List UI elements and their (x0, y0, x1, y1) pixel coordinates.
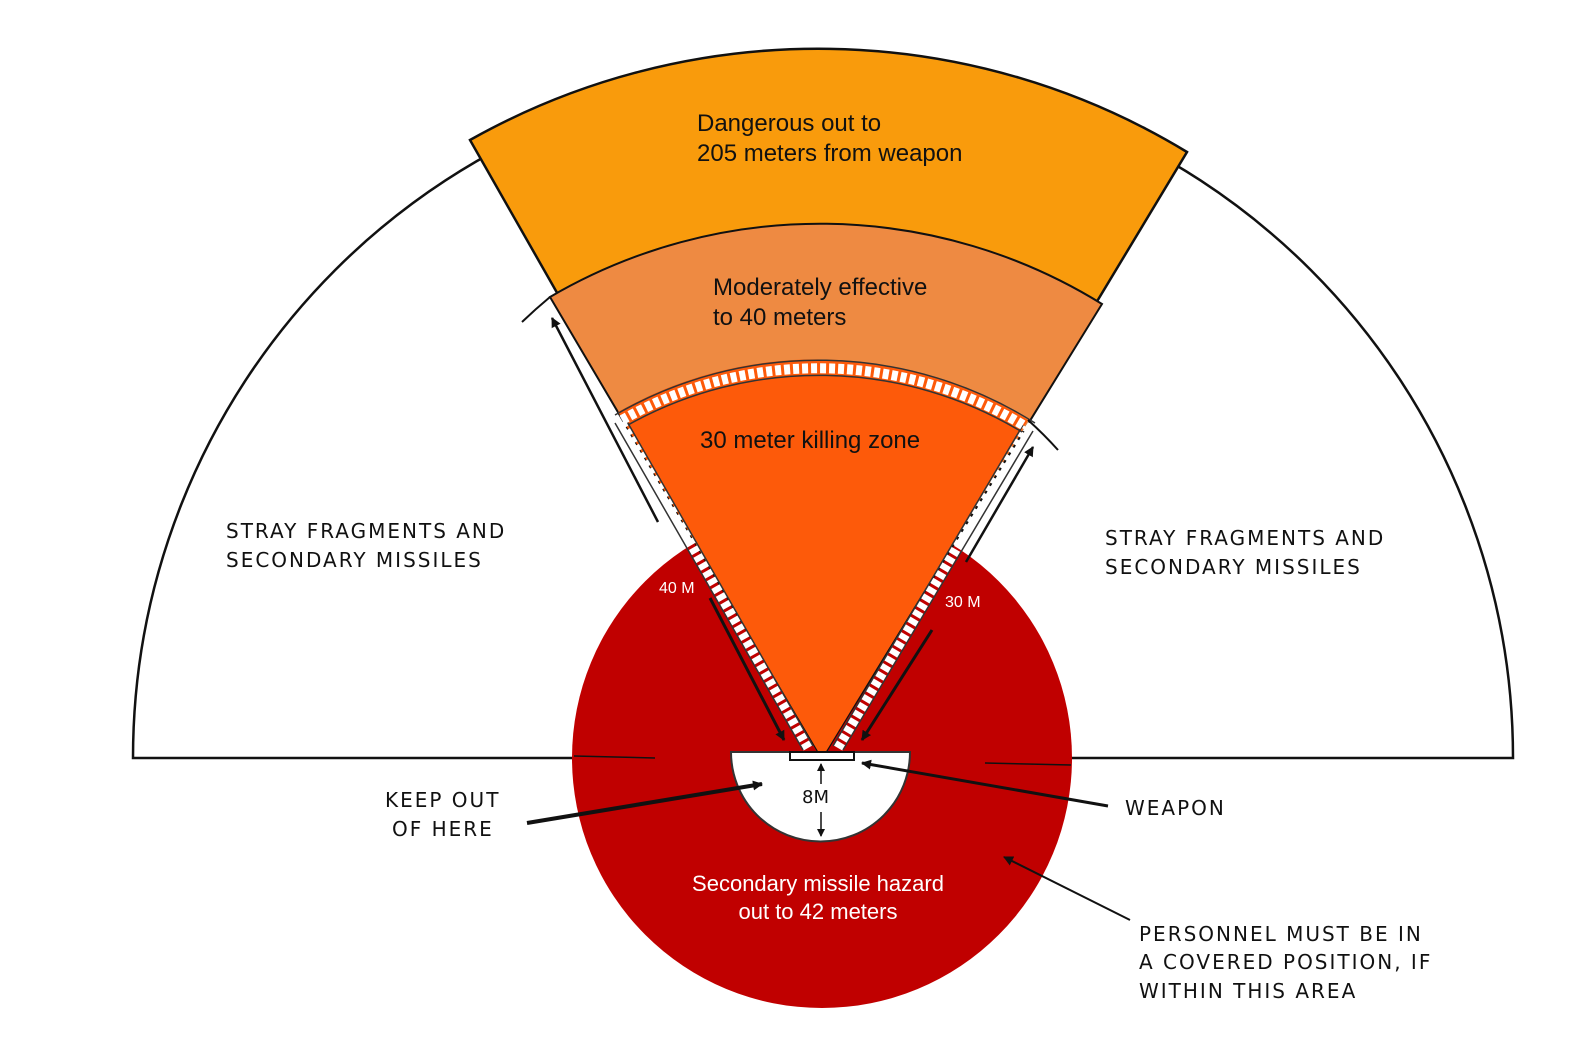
eight-meter-label: 8M (802, 787, 829, 808)
moderate-range-arrow (550, 317, 660, 523)
stray-fragments-right-line2: SECONDARY MISSILES (1105, 555, 1362, 579)
diameter-left-line (573, 755, 656, 759)
personnel-label-line1: PERSONNEL MUST BE IN (1139, 922, 1423, 946)
secondary-hazard-label-line1: Secondary missile hazard (692, 871, 944, 896)
stray-fragments-right-line1: STRAY FRAGMENTS AND (1105, 526, 1385, 550)
killing-zone-sector (618, 359, 1028, 758)
killing-zone-top-border (619, 363, 1031, 433)
moderate-zone-label-line1: Moderately effective (713, 274, 927, 301)
killing-range-arc-right (1027, 419, 1059, 451)
secondary-hazard-label-line2: out to 42 meters (739, 899, 898, 924)
forty-meter-arrow (708, 597, 786, 741)
killing-zone-left-border (615, 417, 813, 751)
personnel-label-line2: A COVERED POSITION, IF (1139, 950, 1432, 974)
stray-fragments-left-line1: STRAY FRAGMENTS AND (226, 519, 506, 543)
danger-zone-label-line2: 205 meters from weapon (697, 140, 962, 167)
forty-meter-label: 40 M (659, 580, 695, 597)
thirty-meter-arrow (860, 629, 934, 741)
killing-zone-right-border-outline (832, 424, 1034, 751)
diameter-right-line (984, 762, 1072, 766)
weapon-leader (861, 759, 1109, 808)
killing-range-arrow (964, 446, 1035, 563)
personnel-leader (1003, 856, 1131, 921)
keep-out-leader (526, 780, 763, 825)
keep-out-area (729, 751, 912, 843)
danger-zone-label-line1: Dangerous out to (697, 110, 881, 137)
thirty-meter-label: 30 M (945, 594, 981, 611)
keep-out-label-line2: OF HERE (392, 817, 494, 841)
keep-out-label-line1: KEEP OUT (385, 788, 500, 812)
weapon-label: WEAPON (1125, 796, 1226, 820)
weapon-icon (789, 751, 855, 761)
killing-zone-label: 30 meter killing zone (700, 427, 920, 454)
moderate-range-arc-left (521, 296, 551, 323)
killing-zone-left-border-outline (614, 417, 814, 751)
personnel-label-line3: WITHIN THIS AREA (1139, 979, 1357, 1003)
killing-zone-right-border (833, 425, 1033, 751)
killing-zone-top-border-outline (614, 359, 1036, 433)
stray-fragments-left-line2: SECONDARY MISSILES (226, 548, 483, 572)
moderate-zone-label-line2: to 40 meters (713, 304, 846, 331)
